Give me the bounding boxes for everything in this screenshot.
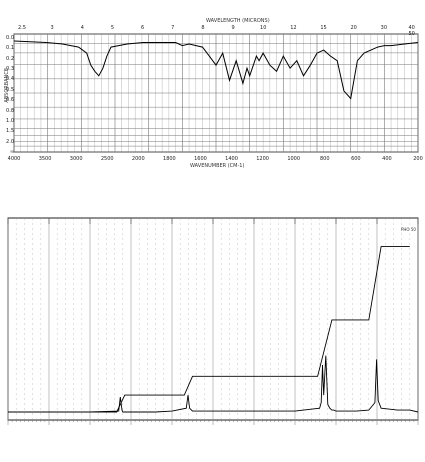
ir-x-tick-label: 1800 — [163, 156, 176, 162]
ir-x-tick-label: 3500 — [38, 156, 52, 162]
nmr-integral-trace — [8, 246, 410, 413]
ir-x-tick-label: 2500 — [100, 156, 114, 162]
ir-x-tick-label: 400 — [382, 156, 392, 162]
ir-top-tick-label: 8 — [201, 25, 205, 31]
ir-x-tick-label: 800 — [319, 156, 330, 162]
ir-x-tick-label: 4000 — [7, 156, 21, 162]
ir-y-tick-label: 0.5 — [6, 86, 14, 93]
ir-x-tick-label: 1600 — [194, 156, 207, 162]
ir-top-axis-label: WAVELENGTH (MICRONS) — [206, 18, 270, 24]
ir-y-tick-label: 0.3 — [6, 66, 14, 73]
ir-top-tick-label: 20 — [350, 25, 357, 31]
ir-top-tick-label: 30 — [380, 25, 388, 31]
ir-top-tick-label: 40 50 — [408, 25, 415, 37]
ir-y-tick-label: 0.8 — [6, 107, 14, 114]
ir-spectrum-chart — [13, 33, 419, 153]
ir-y-tick-label: 0.1 — [6, 45, 14, 52]
ir-top-tick-label: 9 — [231, 25, 235, 31]
nmr-trace — [8, 355, 419, 413]
nmr-spectrum-chart — [7, 217, 419, 425]
ir-x-tick-label: 1400 — [225, 156, 238, 162]
ir-y-tick-label: 0.4 — [6, 76, 14, 83]
ir-top-tick-label: 15 — [320, 25, 327, 31]
ir-y-tick-label: 0.2 — [6, 55, 14, 62]
ir-top-tick-label: 12 — [290, 25, 297, 31]
ir-x-tick-label: 3000 — [69, 156, 83, 162]
ir-top-tick-label: 4 — [80, 25, 84, 31]
ir-top-tick-label: 10 — [260, 25, 267, 31]
ir-top-tick-label: 7 — [171, 25, 175, 31]
ir-top-tick-label: 5 — [110, 25, 115, 31]
ir-top-tick-label: 6 — [141, 25, 145, 31]
ir-y-tick-label: 1.0 — [6, 117, 14, 124]
ir-x-tick-label: 600 — [351, 156, 361, 162]
ir-y-tick-label: 1.5 — [6, 128, 14, 135]
ir-x-axis-label: WAVENUMBER (CM-1) — [190, 163, 245, 169]
ir-top-tick-label: 3 — [50, 25, 54, 31]
ir-top-tick-label: 2.5 — [18, 25, 26, 31]
ir-trace — [13, 40, 419, 100]
ir-x-tick-label: 1200 — [256, 156, 269, 162]
ir-y-tick-label: 0.6 — [6, 97, 14, 104]
ir-y-tick-label: ∞ — [9, 149, 14, 155]
ir-y-tick-label: 2.0 — [6, 138, 14, 145]
ir-x-tick-label: 200 — [413, 156, 423, 162]
ir-x-tick-label: 2000 — [131, 156, 145, 162]
ir-x-tick-label: 1000 — [287, 156, 301, 162]
nmr-corner-label: PHO 50 — [401, 227, 416, 232]
ir-y-tick-label: 0.0 — [6, 35, 14, 41]
